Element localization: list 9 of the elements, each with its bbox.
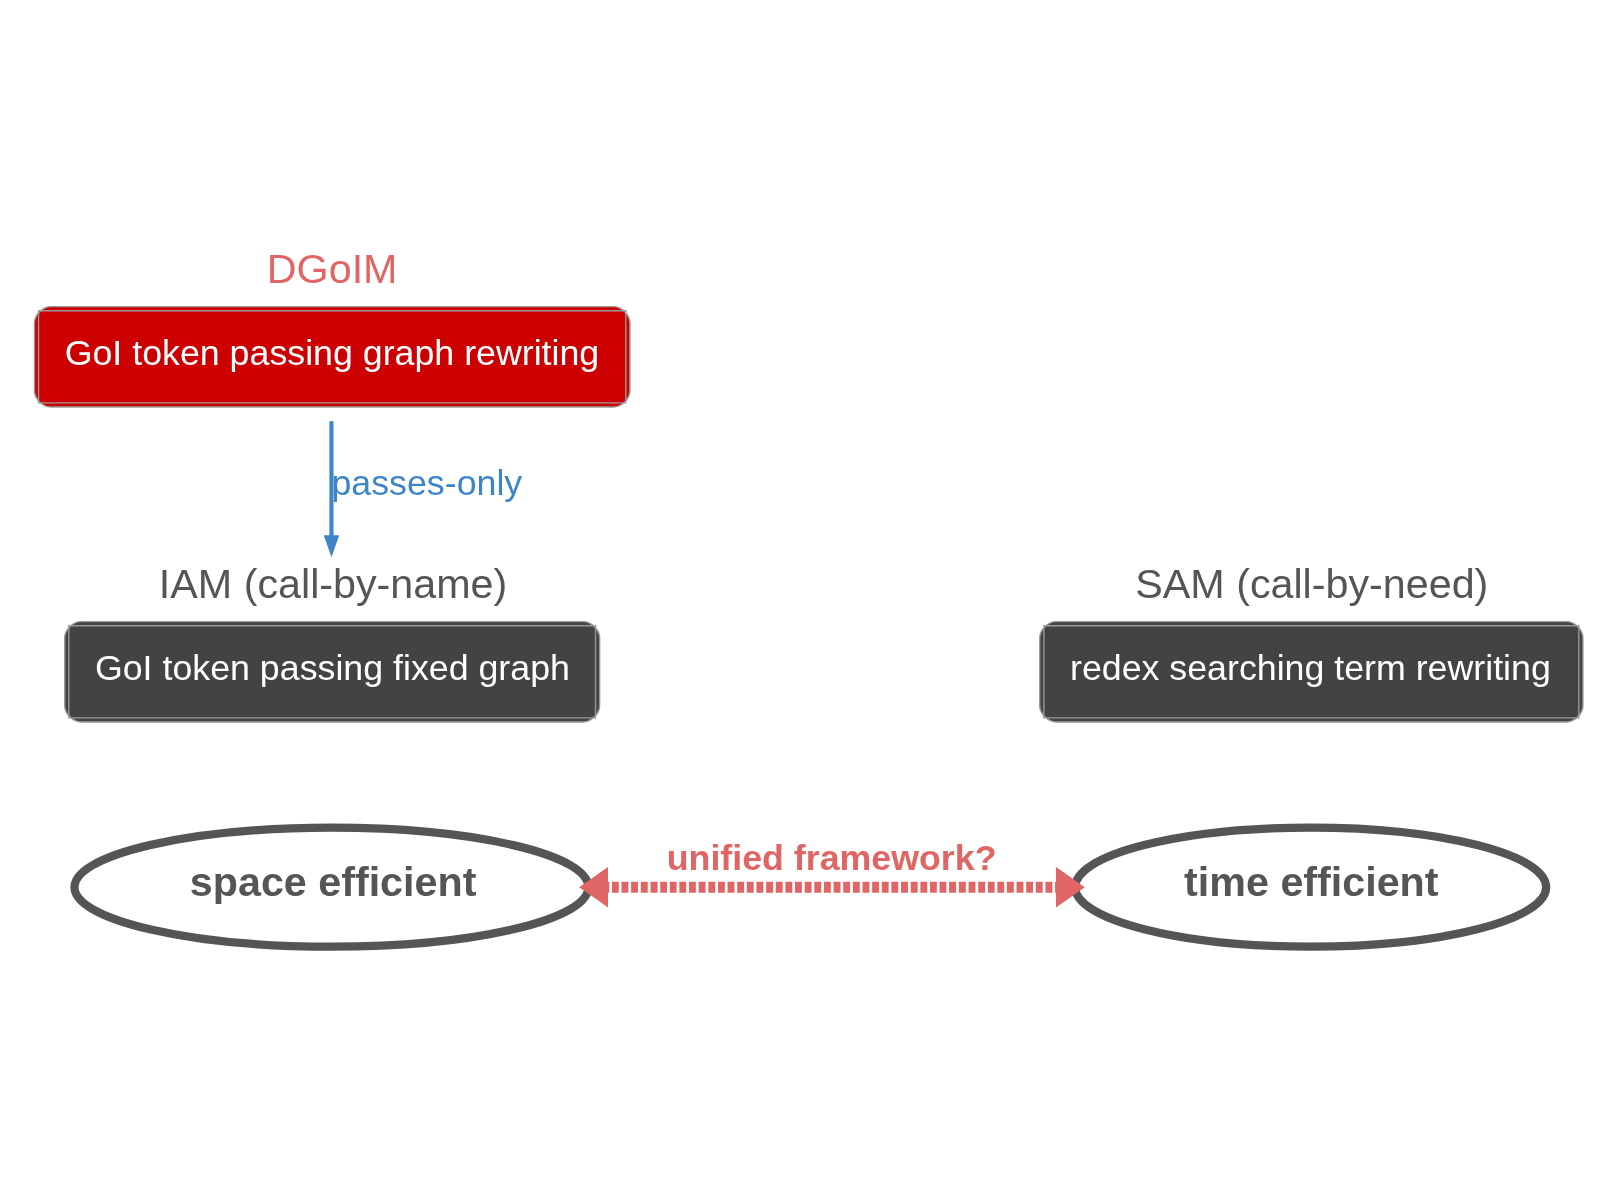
node-label: DGoIM xyxy=(266,245,398,292)
edge-label: unified framework? xyxy=(666,837,997,878)
node-ellipse: time efficient xyxy=(1071,823,1551,951)
node-ellipse: space efficient xyxy=(70,823,593,951)
node-label: SAM (call-by-need) xyxy=(1135,560,1489,607)
arrow xyxy=(323,420,340,557)
edge-label: passes-only xyxy=(331,462,523,503)
arrow xyxy=(579,866,1085,907)
node-label: IAM (call-by-name) xyxy=(158,560,508,607)
